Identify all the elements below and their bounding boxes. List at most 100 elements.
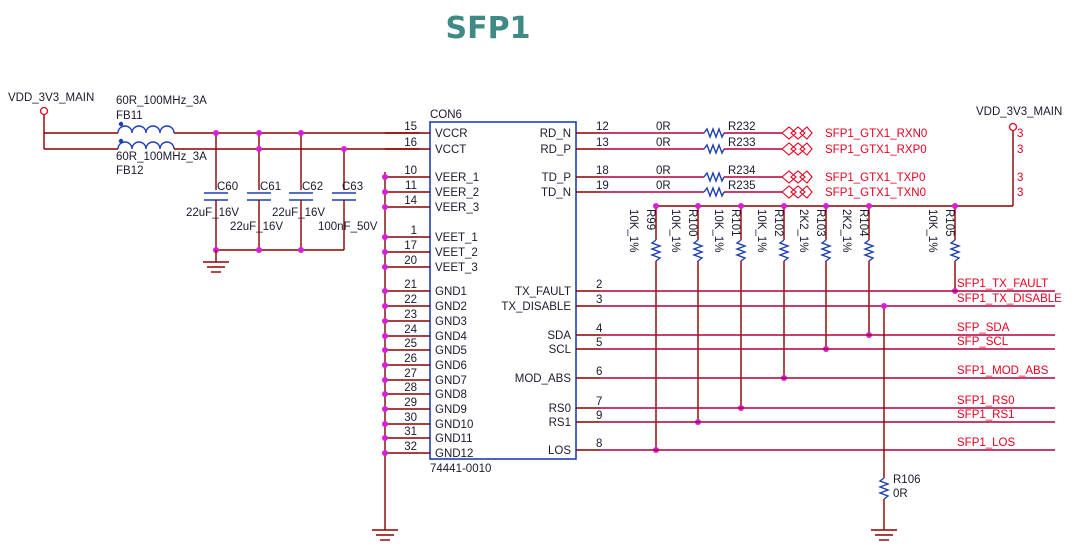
left-power-symbol: VDD_3V3_MAIN [8,92,94,149]
junction-dot [866,203,872,209]
pin-number: 27 [404,368,417,380]
left-power-label: VDD_3V3_MAIN [8,92,94,104]
c60-ref: C60 [217,181,238,193]
pullup-resistor-r99: 10K_1%R99 [627,203,662,453]
capacitor-c60: C60 22uF_16V [186,181,239,250]
pin-name: VEER_2 [435,187,479,199]
diff-net-label: SFP1_GTX1_RXP0 [825,144,927,156]
pin-name: GND3 [435,316,467,328]
ferrite-fb11: 60R_100MHz_3A FB11 [116,95,207,134]
right-power-label: VDD_3V3_MAIN [976,106,1062,118]
signal-net-label: SFP1_RS0 [957,395,1015,407]
pullup-ref: R101 [729,209,741,237]
pin-number: 26 [404,353,417,365]
resistor-value: 0R [656,137,671,149]
pin-number: 8 [596,438,602,450]
pullup-ref: R102 [772,209,784,237]
signal-net-1: SFP1_TX_DISABLE [600,293,1062,307]
pullup-value: 10K_1% [669,209,681,252]
signal-net-label: SFP_SDA [957,322,1010,334]
pin-number: 11 [405,180,417,192]
pullup-resistor-r101: 10K_1% R101 [712,203,747,411]
connector-left-pins: 15VCCR16VCCT10VEER_111VEER_214VEER_31VEE… [382,121,479,460]
pin-name: VEET_2 [435,247,478,259]
pin-number: 28 [404,382,417,394]
fb12-ref: FB12 [116,165,144,177]
connector-right-pins: 12RD_N13RD_P18TD_P19TD_N2TX_FAULT3TX_DIS… [501,121,608,457]
pin-number: 14 [404,195,417,207]
pin-name: GND11 [435,433,473,445]
capacitor-c62: C62 22uF_16V [272,181,325,250]
pin-number: 20 [404,255,417,267]
signal-net-label: SFP1_MOD_ABS [957,365,1049,377]
pin-name: RD_N [540,128,571,140]
pin-number: 10 [404,165,417,177]
pullup-value: 10K_1% [755,209,767,252]
pin-name: VEET_1 [435,232,478,244]
pin-number: 22 [404,294,417,306]
pullup-resistor-r100: 10K_1% R100 [669,203,704,425]
junction-dot [695,203,701,209]
pin-name: GND9 [435,404,467,416]
pullup-ref: R100 [686,209,698,237]
pin-number: 17 [404,240,417,252]
signal-net-7: SFP1_LOS [600,437,1055,451]
connector-ref: CON6 [430,109,462,121]
pin-number: 9 [596,410,602,422]
pin-name: GND7 [435,375,467,387]
pullup-resistor-r102: 10K_1% R102 [755,203,790,381]
pin-number: 4 [596,323,603,335]
pin-name: RS1 [549,417,571,429]
ground-symbol-caps [203,250,229,273]
resistor-ref: R233 [728,137,756,149]
pin-name: VCCR [435,128,468,140]
pin-number: 13 [596,137,609,149]
pullup-value: 2K2_1% [797,209,809,252]
pullup-ref: R104 [857,209,869,237]
pin-name: TD_P [542,172,572,184]
c63-ref: C63 [342,181,363,193]
signal-net-4: SFP1_MOD_ABS [600,365,1055,379]
connector-part: 74441-0010 [430,463,491,475]
sheet-title: SFP1 [446,11,531,46]
diff-net-label: SFP1_GTX1_TXP0 [825,172,925,184]
pin-name: GND2 [435,301,467,313]
junction-dot [653,203,659,209]
resistor-value: 0R [656,165,671,177]
c61-value: 22uF_16V [230,221,283,233]
pin-number: 6 [596,366,602,378]
pullup-value: 10K_1% [712,209,724,252]
diff-net-label: SFP1_GTX1_TXN0 [825,187,926,199]
signal-net-labels: SFP1_TX_FAULTSFP1_TX_DISABLESFP_SDASFP_S… [600,278,1062,451]
sheet-reference: 3 [1017,144,1023,156]
pin-name: TD_N [541,187,571,199]
pin-name: SDA [547,330,571,342]
pin-number: 25 [404,338,417,350]
pin-name: VEET_3 [435,262,478,274]
resistor-value: 0R [656,180,671,192]
signal-net-label: SFP1_TX_DISABLE [957,293,1062,305]
pullup-resistor-r103: 2K2_1%R103 [797,203,832,352]
sheet-reference: 3 [1017,128,1023,140]
pin-name: GND6 [435,360,467,372]
capacitor-c61: C61 22uF_16V [230,181,283,250]
pin-name: GND8 [435,389,467,401]
